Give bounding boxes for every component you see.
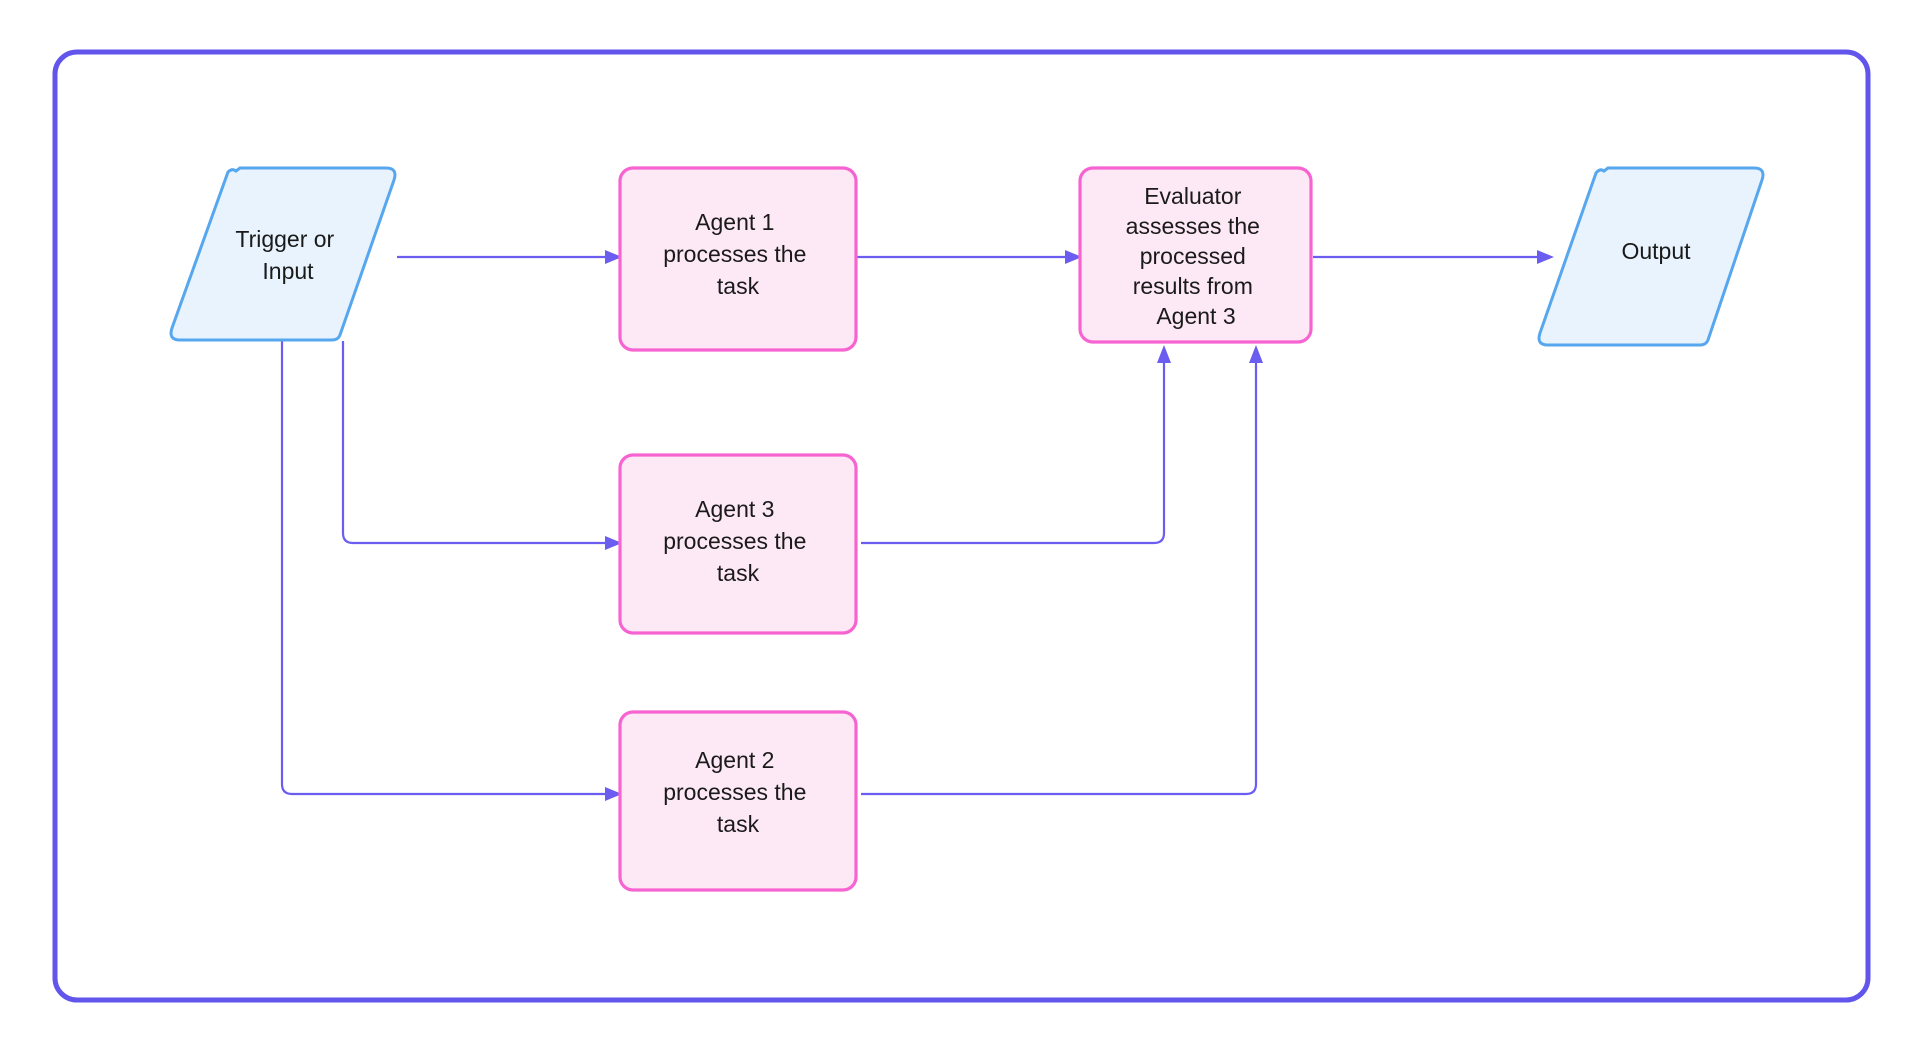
agent3-line-0: Agent 3 bbox=[695, 496, 774, 522]
trigger-line-0: Trigger or bbox=[235, 226, 334, 252]
evaluator-line-0: Evaluator bbox=[1144, 183, 1242, 209]
node-agent1-label: Agent 1 processes the task bbox=[663, 209, 813, 299]
evaluator-line-1: assesses the bbox=[1126, 213, 1260, 239]
output-shape bbox=[1537, 166, 1765, 347]
agent1-line-2: task bbox=[717, 273, 760, 299]
agent2-line-0: Agent 2 bbox=[695, 747, 774, 773]
output-line-0: Output bbox=[1621, 238, 1691, 264]
node-agent3[interactable]: Agent 3 processes the task bbox=[618, 453, 858, 635]
node-agent1[interactable]: Agent 1 processes the task bbox=[618, 166, 858, 352]
edge-agent2-to-evaluator bbox=[861, 345, 1263, 796]
evaluator-line-3: results from bbox=[1133, 273, 1253, 299]
arrowhead-icon bbox=[1537, 250, 1554, 264]
edge-evaluator-to-output bbox=[1313, 250, 1554, 264]
agent2-shape bbox=[618, 710, 858, 892]
diagram-frame bbox=[52, 49, 1871, 1003]
edge-layer bbox=[280, 250, 1554, 801]
edge-agent3-to-evaluator bbox=[861, 345, 1171, 545]
evaluator-shape bbox=[1078, 166, 1313, 344]
node-trigger-label: Trigger or Input bbox=[235, 226, 340, 284]
arrowhead-icon bbox=[605, 250, 622, 264]
agent3-shape bbox=[618, 453, 858, 635]
edge-trigger-to-agent1 bbox=[397, 250, 622, 264]
arrowhead-icon bbox=[605, 536, 622, 550]
edge-agent1-to-evaluator bbox=[857, 250, 1082, 264]
trigger-line-1: Input bbox=[262, 258, 314, 284]
node-output-label: Output bbox=[1621, 238, 1691, 264]
evaluator-line-2: processed bbox=[1140, 243, 1246, 269]
edge-trigger-to-agent2 bbox=[280, 341, 622, 801]
evaluator-line-4: Agent 3 bbox=[1156, 303, 1235, 329]
agent2-line-2: task bbox=[717, 811, 760, 837]
agent1-line-0: Agent 1 bbox=[695, 209, 774, 235]
node-trigger[interactable]: Trigger or Input bbox=[169, 166, 397, 342]
trigger-shape bbox=[169, 166, 397, 342]
node-agent2-label: Agent 2 processes the task bbox=[663, 747, 813, 837]
node-agent2[interactable]: Agent 2 processes the task bbox=[618, 710, 858, 892]
agent2-line-1: processes the bbox=[663, 779, 806, 805]
agent1-shape bbox=[618, 166, 858, 352]
node-agent3-label: Agent 3 processes the task bbox=[663, 496, 813, 586]
edge-trigger-to-agent3 bbox=[341, 341, 622, 550]
arrowhead-icon bbox=[1249, 345, 1263, 363]
node-output[interactable]: Output bbox=[1537, 166, 1765, 347]
arrowhead-icon bbox=[1157, 345, 1171, 363]
node-evaluator[interactable]: Evaluator assesses the processed results… bbox=[1078, 166, 1313, 344]
arrowhead-icon bbox=[605, 787, 622, 801]
agent1-line-1: processes the bbox=[663, 241, 806, 267]
node-evaluator-label: Evaluator assesses the processed results… bbox=[1126, 183, 1267, 329]
agent3-line-1: processes the bbox=[663, 528, 806, 554]
agent3-line-2: task bbox=[717, 560, 760, 586]
arrowhead-icon bbox=[1065, 250, 1082, 264]
